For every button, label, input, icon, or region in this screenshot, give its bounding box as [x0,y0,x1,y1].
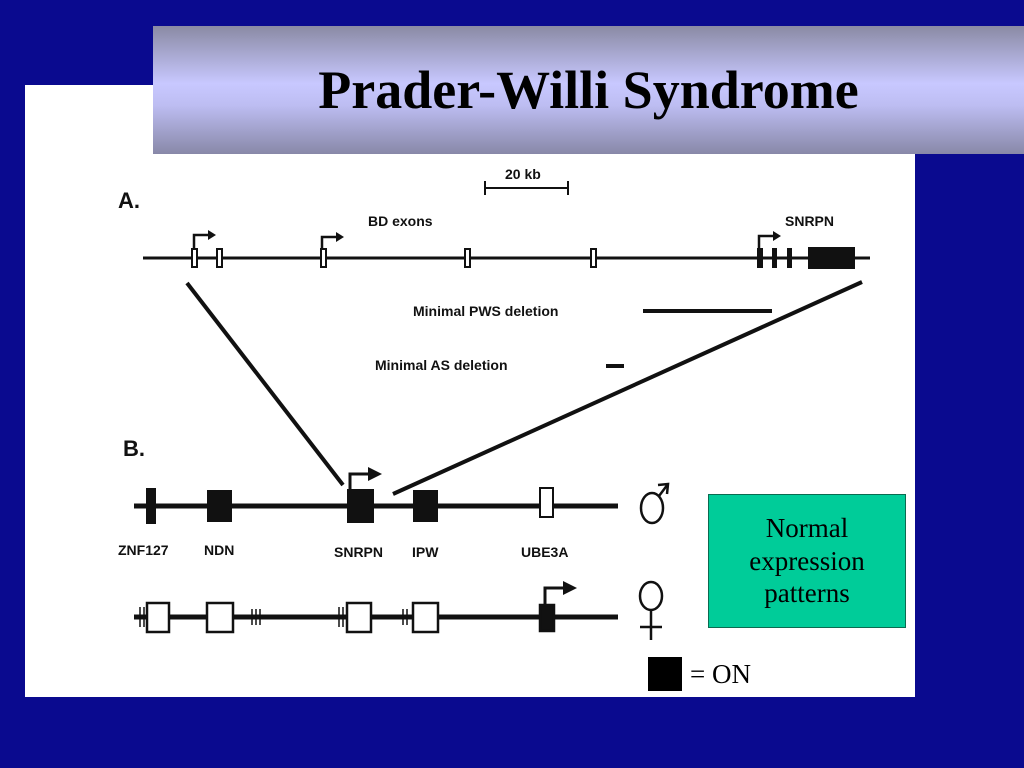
female-symbol [638,580,664,640]
scale-bar [484,181,569,195]
snrpn-label-a: SNRPN [785,213,834,229]
gene-label-ndn: NDN [204,542,234,558]
snrpn-paternal [347,489,374,523]
gene-label-ube3a: UBE3A [521,544,568,560]
gene-labels: ZNF127 NDN SNRPN IPW UBE3A [118,542,568,560]
ube3a-paternal [539,487,554,518]
as-deletion-label: Minimal AS deletion [375,357,508,373]
ube3a-maternal [538,603,556,633]
zoom-lines [185,280,863,496]
gene-label-ipw: IPW [412,544,439,560]
note-text: Normal expression patterns [749,513,865,609]
slide-title: Prader-Willi Syndrome [318,60,859,120]
snrpn-exons-a [757,247,855,269]
bd-exons [191,248,597,268]
gene-label-snrpn: SNRPN [334,544,383,560]
black-square-icon [648,657,682,691]
note-box: Normal expression patterns [708,494,906,628]
scale-bar-label: 20 kb [505,166,541,182]
panel-a-label: A. [118,188,140,213]
ndn-maternal [205,601,235,634]
methylation-ticks [139,607,408,627]
male-symbol [639,482,670,525]
gene-label-znf127: ZNF127 [118,542,169,558]
paternal-genes [146,487,554,524]
ipw-paternal [413,490,438,522]
bd-exons-label: BD exons [368,213,433,229]
legend-text: = ON [690,658,751,689]
legend: = ON [648,656,751,692]
promoter-arrowheads-a [208,230,781,242]
title-banner: Prader-Willi Syndrome [153,26,1024,154]
maternal-genes [145,601,556,634]
ube3a-promoter-arrow [543,581,577,605]
ipw-maternal [411,601,440,634]
panel-b-label: B. [123,436,145,461]
ndn-paternal [207,490,232,522]
snrpn-promoter-arrow [348,467,382,489]
znf127-paternal [146,488,156,524]
znf127-maternal [145,601,171,634]
snrpn-maternal [345,601,373,634]
pws-deletion-label: Minimal PWS deletion [413,303,558,319]
promoter-arrows-a [192,233,773,249]
